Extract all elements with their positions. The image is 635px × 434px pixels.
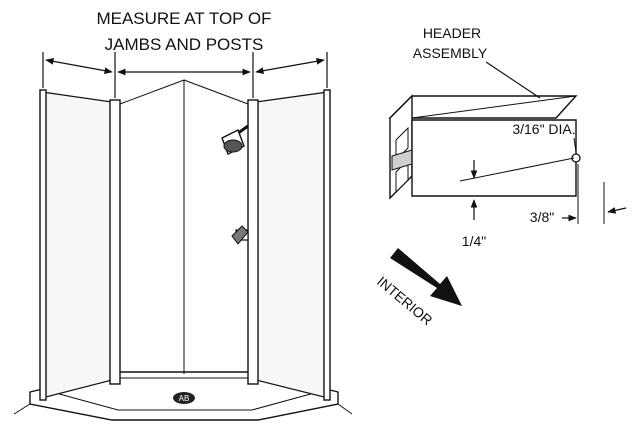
- shower-valve-handle: [231, 225, 249, 245]
- header-label-line-2: ASSEMBLY: [413, 45, 488, 61]
- dimension-vertical-label: 1/4": [462, 233, 486, 249]
- header-label-leader: [485, 61, 541, 99]
- interior-direction-arrow: [390, 248, 462, 306]
- header-label-line-1: HEADER: [423, 25, 481, 41]
- base-logo-text: AB: [179, 394, 190, 403]
- right-glass-panel: [255, 91, 329, 399]
- measurement-arrows: [42, 52, 328, 98]
- header-assembly-detail: [388, 94, 581, 200]
- shower-head: [221, 124, 249, 155]
- measure-note-line-1: MEASURE AT TOP OF: [96, 9, 271, 28]
- left-glass-panel: [41, 91, 113, 399]
- dimension-horizontal-label: 3/8": [530, 209, 554, 225]
- right-post: [247, 99, 259, 385]
- hole-diameter-label: 3/16" DIA.: [512, 121, 575, 137]
- shower-enclosure: AB: [13, 79, 353, 421]
- right-wall-jamb: [323, 89, 331, 401]
- left-post: [109, 99, 121, 385]
- interior-label: INTERIOR: [374, 273, 436, 328]
- base-logo-badge: [173, 392, 195, 404]
- three-eighths-dimension: [562, 164, 627, 224]
- measure-note-line-2: JAMBS AND POSTS: [105, 35, 264, 54]
- left-wall-jamb: [39, 89, 47, 401]
